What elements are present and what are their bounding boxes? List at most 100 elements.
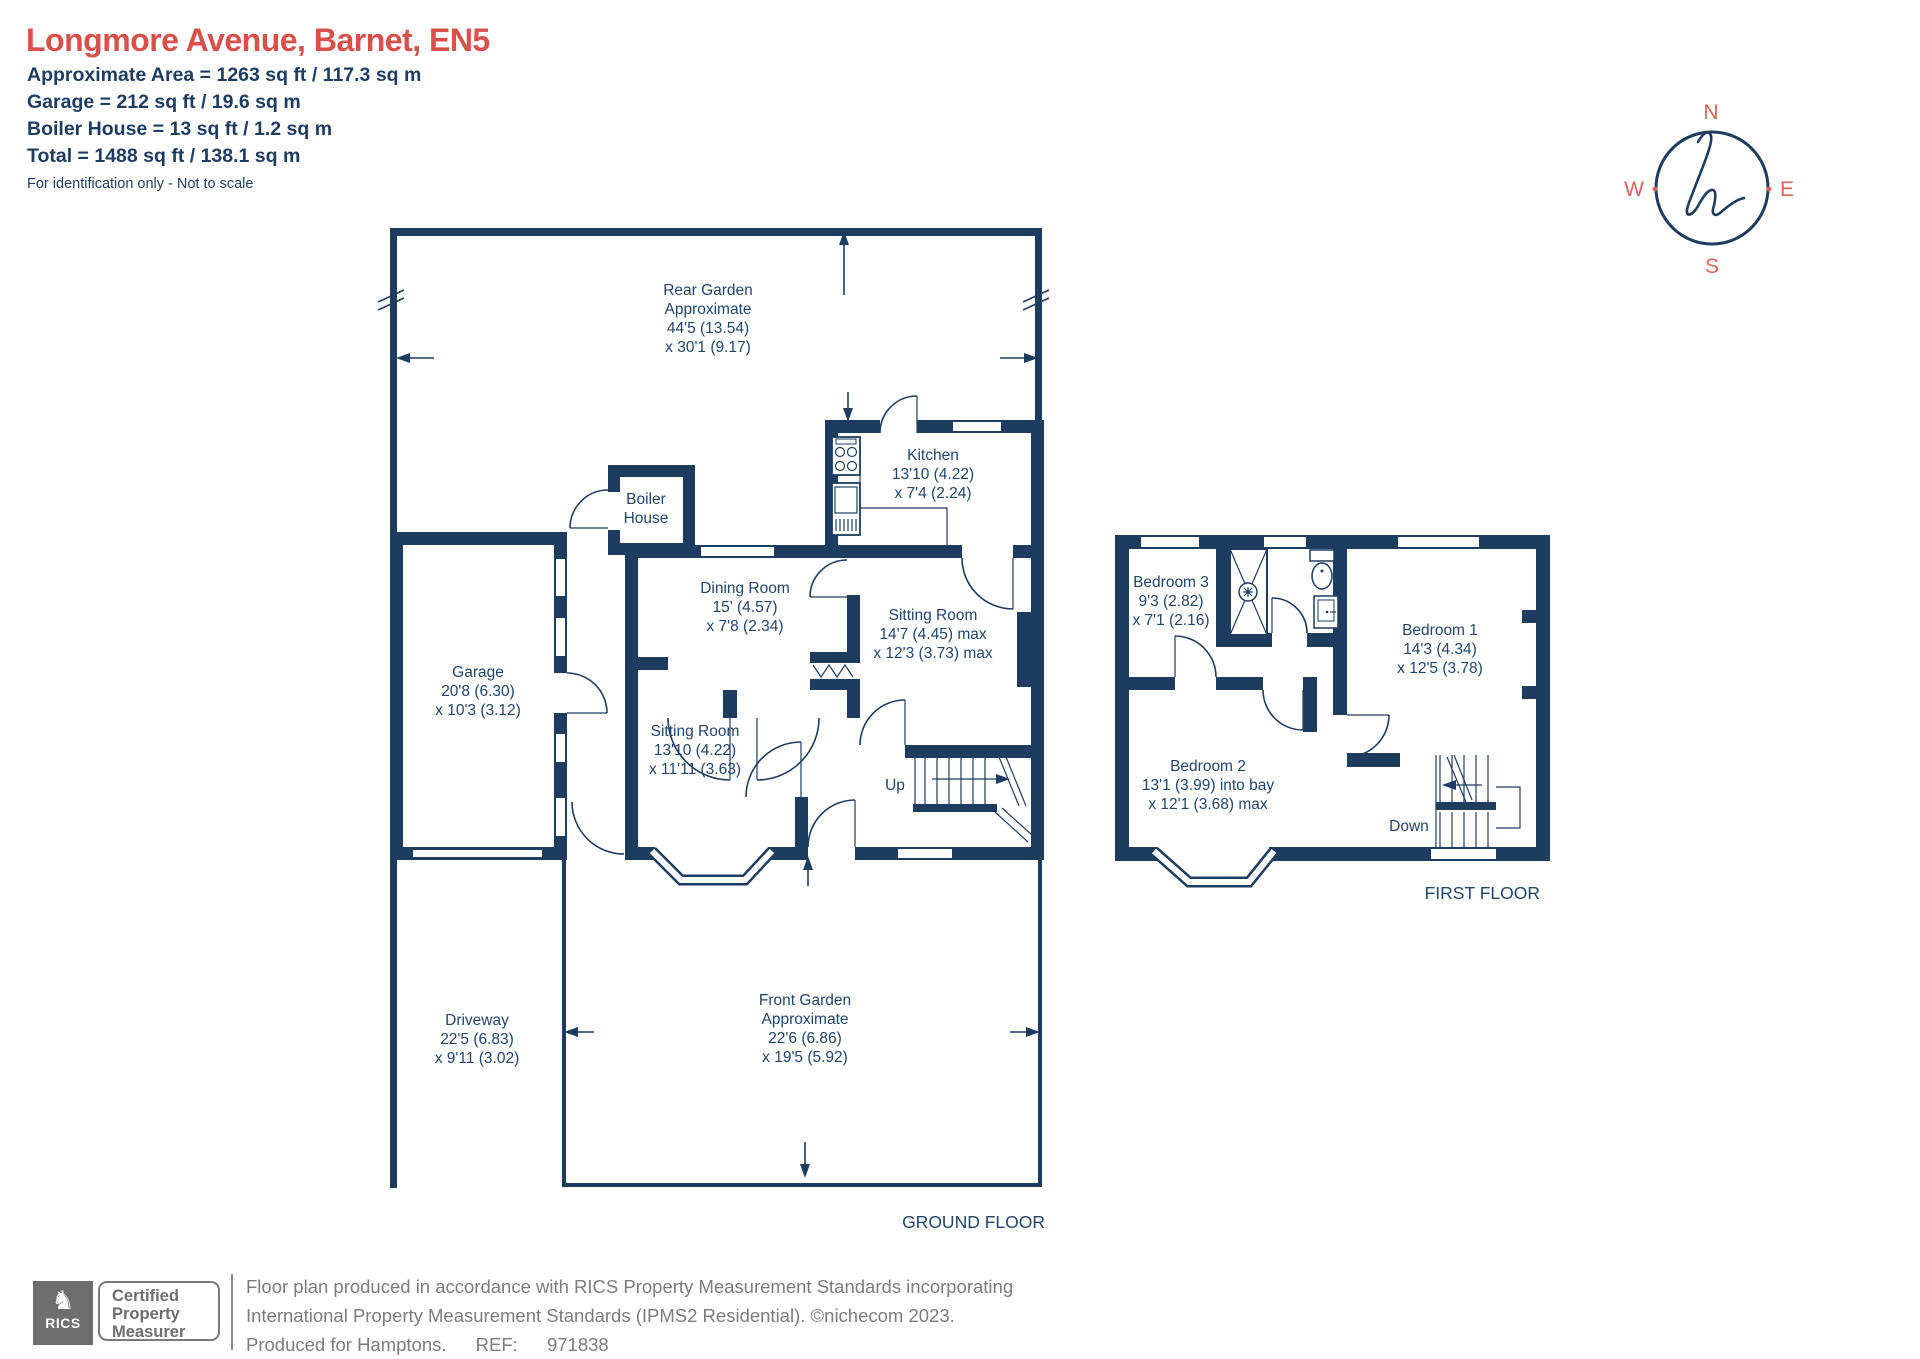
footer-line-3: Produced for Hamptons. REF: 971838 bbox=[246, 1330, 1013, 1359]
garage-door bbox=[411, 848, 544, 859]
garage-walls bbox=[390, 532, 608, 860]
first-floor-doors bbox=[1174, 597, 1390, 758]
door-arc-front-door bbox=[807, 799, 856, 848]
room-label-driveway: Driveway 22'5 (6.83) x 9'11 (3.02) bbox=[435, 1012, 520, 1067]
area-line-total: Total = 1488 sq ft / 138.1 sq m bbox=[27, 145, 301, 167]
area-line-boiler-house: Boiler House = 13 sq ft / 1.2 sq m bbox=[27, 118, 333, 140]
label-line: 14'7 (4.45) max bbox=[879, 626, 986, 643]
label-line: x 9'11 (3.02) bbox=[435, 1050, 520, 1067]
compass-north-label: N bbox=[1703, 101, 1718, 124]
bay-window-first bbox=[1150, 846, 1279, 888]
area-line-approximate: Approximate Area = 1263 sq ft / 117.3 sq… bbox=[27, 64, 422, 86]
label-line: 9'3 (2.82) bbox=[1139, 593, 1204, 610]
chimney-breast bbox=[1522, 686, 1536, 699]
basin-icon bbox=[1313, 595, 1339, 629]
understairs-cupboard bbox=[994, 807, 1033, 843]
label-line: 13'10 (4.22) bbox=[892, 466, 974, 483]
label-line: Approximate bbox=[761, 1011, 848, 1028]
label-line: Driveway bbox=[445, 1012, 509, 1029]
door-arc-bedroom2 bbox=[1262, 689, 1304, 731]
staircase-down bbox=[1435, 754, 1521, 847]
kitchen-counter bbox=[859, 437, 948, 545]
door-arc-sitting-front bbox=[745, 741, 802, 798]
label-line: Rear Garden bbox=[663, 282, 753, 299]
room-label-sitting-room-front: Sitting Room 13'10 (4.22) x 11'11 (3.63) bbox=[649, 723, 741, 778]
bay-window-ground bbox=[648, 847, 777, 886]
stairs-up-label: Up bbox=[885, 777, 905, 794]
disclaimer-text: For identification only - Not to scale bbox=[27, 176, 254, 192]
room-label-rear-garden: Rear Garden Approximate 44'5 (13.54) x 3… bbox=[663, 282, 753, 356]
compass-east-label: E bbox=[1780, 178, 1794, 201]
room-label-kitchen: Kitchen 13'10 (4.22) x 7'4 (2.24) bbox=[892, 447, 974, 502]
label-line: 44'5 (13.54) bbox=[667, 320, 749, 337]
ground-floor-label: GROUND FLOOR bbox=[902, 1212, 1045, 1232]
bedroom3-window bbox=[1139, 535, 1201, 549]
shower-icon bbox=[1229, 548, 1268, 636]
door-arc-bedroom1 bbox=[1346, 714, 1390, 758]
label-line: x 7'4 (2.24) bbox=[894, 485, 971, 502]
first-floor-label: FIRST FLOOR bbox=[1425, 883, 1540, 903]
door-arc-boiler-house bbox=[569, 489, 609, 529]
label-line: Front Garden bbox=[759, 992, 851, 1009]
door-arc-dining bbox=[809, 559, 848, 598]
certified-property-measurer-badge: Certified Property Measurer bbox=[98, 1281, 220, 1341]
room-label-front-garden: Front Garden Approximate 22'6 (6.86) x 1… bbox=[759, 992, 851, 1066]
ref-label: REF: bbox=[475, 1334, 518, 1355]
garage-window bbox=[554, 732, 567, 764]
label-line: x 12'1 (3.68) max bbox=[1148, 796, 1268, 813]
label-line: x 12'5 (3.78) bbox=[1397, 660, 1483, 677]
hamptons-h-logo-icon bbox=[1685, 131, 1746, 217]
label-line: x 30'1 (9.17) bbox=[665, 339, 751, 356]
rics-logo: ♞ RICS bbox=[33, 1281, 93, 1345]
label-line: 22'5 (6.83) bbox=[440, 1031, 514, 1048]
room-label-boiler-house: Boiler House bbox=[624, 491, 669, 527]
chimney-breast bbox=[1017, 612, 1031, 687]
door-arc-passage bbox=[571, 801, 625, 855]
label-line: x 7'1 (2.16) bbox=[1132, 612, 1209, 629]
rics-lion-icon: ♞ bbox=[51, 1285, 75, 1315]
room-label-sitting-room-rear: Sitting Room 14'7 (4.45) max x 12'3 (3.7… bbox=[873, 607, 993, 662]
page-title: Longmore Avenue, Barnet, EN5 bbox=[26, 22, 490, 58]
staircase-up bbox=[913, 751, 1033, 843]
label-line: 15' (4.57) bbox=[713, 599, 778, 616]
chimney-breast bbox=[1522, 610, 1536, 623]
label-line: x 11'11 (3.63) bbox=[649, 761, 741, 778]
label-line: Bedroom 3 bbox=[1133, 574, 1209, 591]
compass-west-label: W bbox=[1624, 178, 1644, 201]
ref-value: 971838 bbox=[546, 1334, 609, 1355]
stairs-down-label: Down bbox=[1389, 818, 1429, 835]
door-arc-kitchen-sitting bbox=[961, 557, 1014, 610]
room-label-bedroom3: Bedroom 3 9'3 (2.82) x 7'1 (2.16) bbox=[1132, 574, 1209, 629]
stair-handrail bbox=[1496, 786, 1521, 829]
label-line: Kitchen bbox=[907, 447, 959, 464]
badge-line: Property bbox=[112, 1305, 180, 1323]
label-line: x 7'8 (2.34) bbox=[706, 618, 783, 635]
garage-window bbox=[554, 616, 567, 658]
label-line: x 19'5 (5.92) bbox=[762, 1049, 848, 1066]
garage-window bbox=[554, 796, 567, 838]
label-line: Garage bbox=[452, 664, 504, 681]
room-label-bedroom1: Bedroom 1 14'3 (4.34) x 12'5 (3.78) bbox=[1397, 622, 1483, 677]
label-line: House bbox=[624, 510, 669, 527]
label-line: 22'6 (6.86) bbox=[768, 1030, 842, 1047]
first-floor-walls bbox=[1115, 535, 1550, 861]
door-arc-bathroom bbox=[1271, 597, 1308, 634]
footer-text: Floor plan produced in accordance with R… bbox=[246, 1272, 1013, 1359]
label-line: Dining Room bbox=[700, 580, 790, 597]
label-line: 13'1 (3.99) into bay bbox=[1142, 777, 1274, 794]
footer-line-1: Floor plan produced in accordance with R… bbox=[246, 1276, 1014, 1297]
area-line-garage: Garage = 212 sq ft / 19.6 sq m bbox=[27, 91, 301, 113]
room-label-dining-room: Dining Room 15' (4.57) x 7'8 (2.34) bbox=[700, 580, 790, 635]
boiler-house-walls bbox=[608, 465, 695, 555]
label-line: Boiler bbox=[626, 491, 666, 508]
hall-front-window bbox=[896, 847, 954, 860]
kitchen-fixtures bbox=[831, 436, 948, 545]
compass-south-label: S bbox=[1705, 255, 1719, 278]
label-line: Sitting Room bbox=[889, 607, 978, 624]
room-label-bedroom2: Bedroom 2 13'1 (3.99) into bay x 12'1 (3… bbox=[1142, 758, 1274, 813]
door-arc-hall-sitting-front bbox=[667, 717, 731, 781]
bathroom-fixtures bbox=[1229, 548, 1339, 636]
garage-window bbox=[554, 557, 567, 598]
produced-for-text: Produced for Hamptons. bbox=[246, 1334, 447, 1355]
